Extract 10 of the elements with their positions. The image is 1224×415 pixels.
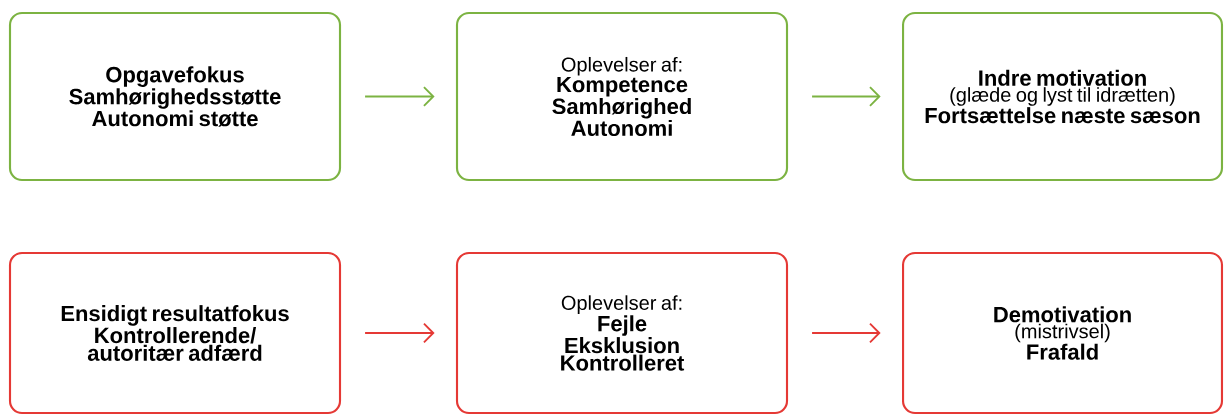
- text-box: Opgavefokus Samhørighedsstøtte Autonomi støtte: [8, 11, 342, 182]
- text-box: Ensidigt resultatfokus Kontrollerende/ autoritær adfærd: [8, 251, 342, 415]
- arrow: [364, 322, 435, 344]
- text-box: Demotivation (mistrivsel) Frafald: [901, 251, 1224, 415]
- arrow: [364, 86, 435, 107]
- text-box: Oplevelser af: Fejle Eksklusion Kontrolleret: [455, 251, 789, 415]
- text-box: Indre motivation (glæde og lyst til idrætten) Fortsættelse næste sæson: [901, 11, 1224, 182]
- arrow: [811, 86, 881, 107]
- text-box: Oplevelser af: Kompetence Samhørighed Autonomi: [455, 11, 789, 182]
- arrow: [811, 322, 881, 344]
